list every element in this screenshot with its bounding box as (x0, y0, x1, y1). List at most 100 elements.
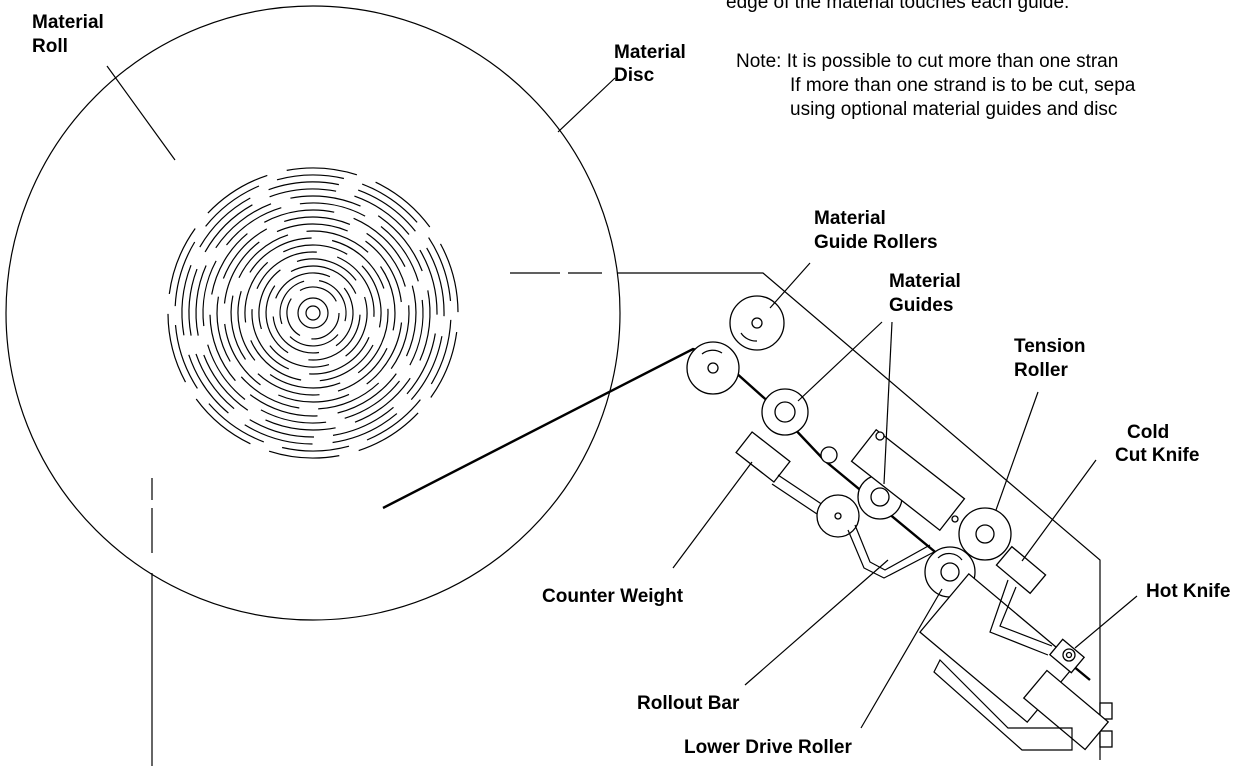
roll-winding-arc (226, 207, 282, 246)
roll-winding-arc (257, 373, 320, 396)
roll-winding-arc (174, 325, 198, 389)
label-lower-drive-roller: Lower Drive Roller (684, 737, 852, 758)
roll-winding-arc (272, 316, 320, 354)
roll-winding-arc (289, 334, 339, 347)
roll-winding-arc (344, 380, 400, 419)
label-material-guides: Material Guides (889, 271, 966, 316)
leader-lower-drive-roller (860, 588, 943, 729)
roll-winding-arc (390, 305, 410, 370)
roll-winding-arc (224, 323, 261, 386)
roll-winding-arc (195, 398, 251, 445)
note-line-3: using optional material guides and disc (790, 99, 1117, 120)
roll-winding-arc (284, 216, 351, 225)
roll-winding-arc (366, 322, 403, 385)
roll-winding-arc (265, 419, 336, 431)
roll-hub-outer (297, 297, 329, 329)
label-cold-cut-knife: Cold Cut Knife (1115, 422, 1199, 466)
leader-material-roll (106, 65, 176, 161)
roll-winding-arc (207, 344, 246, 400)
roll-winding-arc (281, 445, 350, 452)
roll-winding-arc (354, 195, 410, 235)
roll-winding-arc (439, 243, 459, 313)
roll-winding-arc (268, 450, 340, 459)
label-hot-knife: Hot Knife (1146, 581, 1230, 602)
roll-winding-arc (188, 268, 198, 336)
roll-winding-arc (406, 333, 436, 395)
roll-winding-arc (366, 232, 406, 287)
hot-knife-pivot-inner (1065, 651, 1073, 659)
rollout-bar (847, 524, 935, 579)
roll-winding-arc (222, 228, 268, 279)
roll-winding-arc (199, 197, 251, 248)
material-guide-roller (686, 341, 740, 395)
roll-winding-arc (251, 309, 290, 370)
roll-winding-arc (216, 296, 231, 362)
roll-winding-arc (230, 295, 246, 360)
label-material-disc: Material Disc (614, 42, 691, 86)
note-line-1: Note: It is possible to cut more than on… (736, 51, 1118, 72)
roll-winding-arc (332, 406, 394, 436)
roll-winding-arc (353, 217, 406, 267)
roll-winding-arc (269, 188, 337, 198)
label-material-guide-rollers: Material Guide Rollers (814, 208, 938, 253)
material-guide-pin (820, 446, 838, 464)
roll-winding-arc (331, 239, 385, 289)
roll-winding-arc (332, 413, 398, 444)
label-rollout-bar: Rollout Bar (637, 693, 740, 714)
roll-winding-arc (269, 345, 330, 368)
roll-winding-arc (279, 280, 305, 325)
leader-material-guides (797, 321, 883, 402)
roll-winding-arc (336, 256, 375, 317)
roll-winding-arc (195, 265, 207, 336)
roll-winding-arc (269, 374, 341, 389)
roll-winding-arc (244, 424, 313, 445)
label-material-roll: Material Roll (32, 12, 109, 57)
roll-winding-arc (377, 215, 423, 272)
roll-winding-arc (211, 233, 248, 295)
label-tension-roller: Tension Roller (1014, 336, 1091, 381)
roll-winding-arc (168, 228, 196, 294)
roll-winding-arc (203, 354, 249, 411)
roll-winding-arc (256, 251, 317, 290)
roll-winding-arc (319, 344, 374, 382)
roll-winding-arc (318, 382, 380, 410)
roll-winding-arc (409, 299, 424, 366)
roll-winding-arc (299, 286, 337, 302)
roll-winding-arc (375, 181, 431, 228)
cold-cut-knife (995, 545, 1047, 595)
roll-winding-arc (240, 376, 300, 409)
roll-winding-arc (278, 393, 350, 403)
roll-winding-arc (365, 240, 402, 303)
roll-winding-arc (209, 314, 236, 382)
leader-hot-knife (1074, 595, 1138, 649)
roll-winding-arc (238, 234, 289, 279)
roll-winding-arc (188, 354, 229, 414)
roll-winding-arc (357, 189, 416, 232)
roll-winding-arc (275, 272, 331, 299)
roll-winding-arc (296, 258, 357, 281)
roll-winding-arc (335, 287, 354, 347)
leader-guide-rollers (769, 262, 811, 309)
leader-counter-weight (672, 461, 753, 569)
tension-roller (958, 507, 1012, 561)
roll-winding-arc (430, 332, 458, 398)
roll-winding-arc (286, 298, 301, 337)
roll-winding-arc (380, 226, 419, 282)
roll-winding-arc (290, 265, 357, 294)
material-roll (167, 167, 459, 459)
machine-frame (617, 272, 1101, 760)
roll-winding-arc (306, 230, 369, 253)
roll-winding-arc (207, 174, 268, 214)
roll-winding-arc (249, 419, 315, 438)
idler-pin (951, 515, 959, 523)
leader-cold-cut-knife (1021, 459, 1097, 562)
material-guide (761, 388, 809, 436)
roll-winding-arc (283, 244, 348, 255)
leader-rollout-bar (744, 559, 889, 686)
roll-winding-arc (260, 409, 327, 424)
roll-winding-arc (265, 285, 289, 354)
roll-winding-arc (195, 353, 235, 410)
frame-connector (1099, 730, 1113, 748)
roll-winding-arc (337, 347, 388, 392)
roll-winding-arc (358, 412, 419, 452)
